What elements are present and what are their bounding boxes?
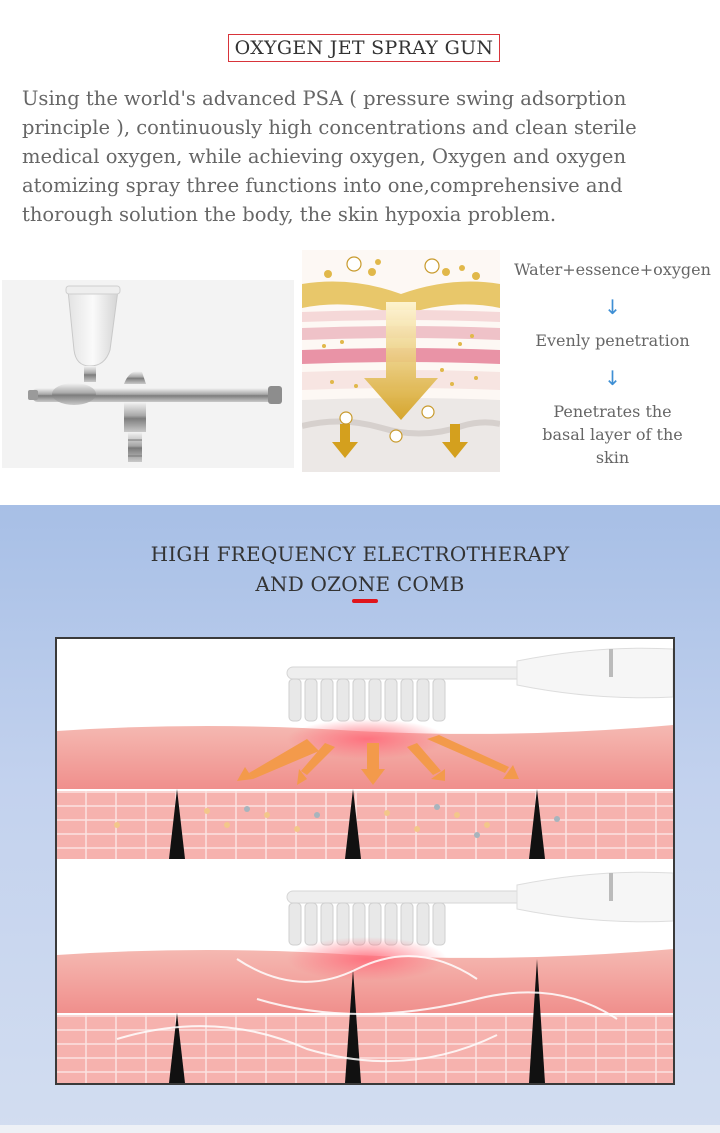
spray-gun-image	[2, 280, 294, 468]
title-line-1: HIGH FREQUENCY ELECTROTHERAPY	[150, 542, 570, 566]
ozone-comb-illustration	[55, 637, 675, 1085]
title-underline	[352, 599, 378, 603]
down-arrow-icon: ↓	[604, 366, 621, 390]
electrotherapy-section: HIGH FREQUENCY ELECTROTHERAPY AND OZONE …	[0, 505, 720, 1133]
oxygen-description: Using the world's advanced PSA ( pressur…	[22, 87, 637, 226]
ozone-comb-panel-1	[57, 639, 673, 861]
title-line-2: AND OZONE COMB	[255, 572, 465, 596]
step-evenly-penetration: Evenly penetration	[535, 331, 690, 350]
section-title-oxygen: OXYGEN JET SPRAY GUN	[228, 34, 500, 62]
ozone-comb-panel-2	[57, 863, 673, 1083]
o2-bubble-icon	[339, 256, 440, 443]
section-title-electrotherapy: HIGH FREQUENCY ELECTROTHERAPY AND OZONE …	[0, 539, 720, 599]
oxygen-jet-section: OXYGEN JET SPRAY GUN Using the world's a…	[0, 0, 720, 505]
step-water-essence-oxygen: Water+essence+oxygen	[514, 260, 711, 279]
penetration-steps: Water+essence+oxygen ↓ Evenly penetratio…	[505, 258, 720, 469]
bottom-strip	[0, 1125, 720, 1133]
down-arrow-icon: ↓	[604, 295, 621, 319]
step-basal-layer: Penetrates the basal layer of the skin	[542, 402, 683, 467]
skin-penetration-diagram	[301, 250, 501, 472]
